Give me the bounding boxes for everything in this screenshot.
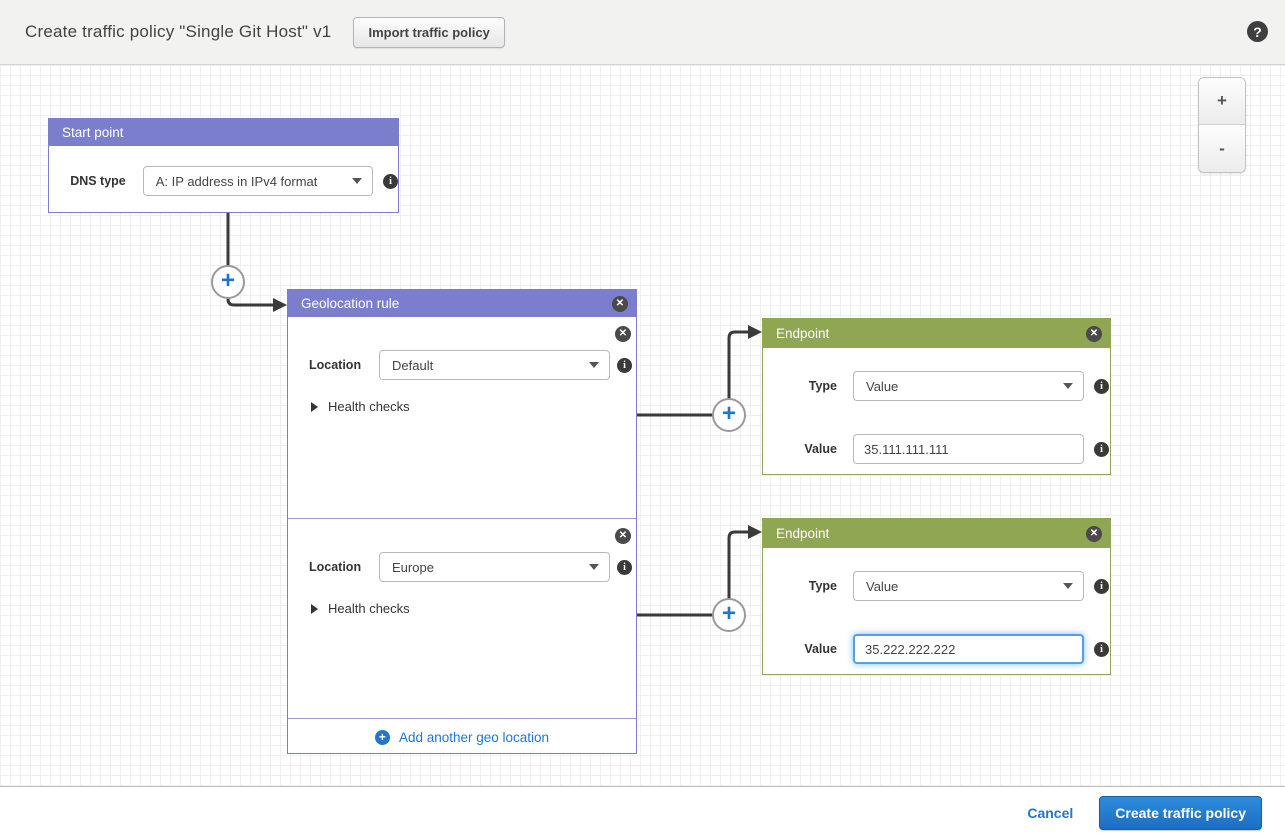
- info-icon[interactable]: i: [383, 173, 398, 189]
- expand-triangle-icon: [311, 401, 318, 412]
- arrowhead-endpoint1: [748, 325, 762, 339]
- help-icon[interactable]: ?: [1247, 21, 1268, 42]
- info-icon[interactable]: i: [617, 559, 632, 575]
- location-label: Location: [309, 560, 362, 574]
- dns-type-label: DNS type: [70, 174, 126, 188]
- import-traffic-policy-button[interactable]: Import traffic policy: [353, 16, 505, 48]
- type-label: Type: [808, 379, 837, 393]
- info-icon[interactable]: i: [1094, 378, 1109, 394]
- chevron-down-icon: [1063, 583, 1073, 589]
- endpoint2-value-input[interactable]: [853, 634, 1084, 664]
- location-select-europe[interactable]: Europe: [379, 552, 610, 582]
- add-geo-location-link[interactable]: + Add another geo location: [288, 719, 636, 755]
- start-point-node: Start point DNS type A: IP address in IP…: [48, 118, 399, 213]
- expand-triangle-icon: [311, 603, 318, 614]
- endpoint-node-1: Endpoint ✕ Type Value i Value i: [762, 318, 1111, 475]
- health-checks-toggle[interactable]: Health checks: [301, 399, 636, 414]
- canvas-zoom-control: + -: [1198, 77, 1246, 173]
- add-branch-button[interactable]: +: [712, 598, 746, 632]
- info-icon[interactable]: i: [1094, 641, 1109, 657]
- plus-circle-icon: +: [374, 729, 390, 745]
- add-branch-button[interactable]: +: [712, 398, 746, 432]
- endpoint-title: Endpoint: [776, 326, 830, 341]
- endpoint2-type-select[interactable]: Value: [853, 571, 1084, 601]
- health-checks-toggle[interactable]: Health checks: [301, 601, 636, 616]
- connector-plus-to-endpoint1: [727, 330, 750, 400]
- info-icon[interactable]: i: [1094, 441, 1109, 457]
- value-label: Value: [804, 642, 837, 656]
- type-label: Type: [808, 579, 837, 593]
- start-point-header: Start point: [49, 119, 398, 146]
- close-icon[interactable]: ✕: [612, 295, 628, 312]
- endpoint-node-2: Endpoint ✕ Type Value i Value i: [762, 518, 1111, 675]
- geolocation-rule-title: Geolocation rule: [301, 296, 400, 311]
- info-icon[interactable]: i: [617, 357, 632, 373]
- chevron-down-icon: [1063, 383, 1073, 389]
- endpoint-header: Endpoint ✕: [763, 519, 1110, 548]
- cancel-button[interactable]: Cancel: [1027, 804, 1074, 821]
- close-icon[interactable]: ✕: [1086, 525, 1102, 542]
- endpoint1-value-input[interactable]: [853, 434, 1084, 464]
- geo-rule-row-default: ✕ Location Default i Health checks: [288, 317, 636, 519]
- dns-type-select[interactable]: A: IP address in IPv4 format: [142, 166, 373, 196]
- zoom-in-button[interactable]: +: [1199, 78, 1245, 125]
- chevron-down-icon: [352, 178, 362, 184]
- close-icon[interactable]: ✕: [615, 528, 631, 544]
- arrowhead-endpoint2: [748, 525, 762, 539]
- info-icon[interactable]: i: [1094, 578, 1109, 594]
- geolocation-rule-node: Geolocation rule ✕ ✕ Location Default i …: [287, 289, 637, 754]
- arrowhead-geo: [273, 298, 287, 312]
- connector-plus-to-geo: [226, 296, 275, 307]
- page-title: Create traffic policy "Single Git Host" …: [25, 22, 332, 41]
- start-point-title: Start point: [62, 125, 124, 140]
- top-header-bar: Create traffic policy "Single Git Host" …: [0, 0, 1285, 65]
- endpoint-title: Endpoint: [776, 526, 830, 541]
- geolocation-rule-header: Geolocation rule ✕: [288, 290, 636, 317]
- connector-plus-to-endpoint2: [727, 530, 750, 600]
- chevron-down-icon: [589, 362, 599, 368]
- location-select-default[interactable]: Default: [379, 350, 610, 380]
- endpoint1-type-select[interactable]: Value: [853, 371, 1084, 401]
- value-label: Value: [804, 442, 837, 456]
- chevron-down-icon: [589, 564, 599, 570]
- location-label: Location: [309, 358, 362, 372]
- create-traffic-policy-button[interactable]: Create traffic policy: [1099, 795, 1262, 830]
- close-icon[interactable]: ✕: [1086, 325, 1102, 342]
- endpoint-header: Endpoint ✕: [763, 319, 1110, 348]
- geo-rule-row-europe: ✕ Location Europe i Health checks: [288, 519, 636, 719]
- policy-canvas[interactable]: + - Start point DNS type A: IP address i…: [0, 65, 1285, 786]
- close-icon[interactable]: ✕: [615, 326, 631, 342]
- add-branch-button[interactable]: +: [211, 265, 245, 299]
- footer-action-bar: Cancel Create traffic policy: [0, 786, 1285, 838]
- zoom-out-button[interactable]: -: [1199, 125, 1245, 172]
